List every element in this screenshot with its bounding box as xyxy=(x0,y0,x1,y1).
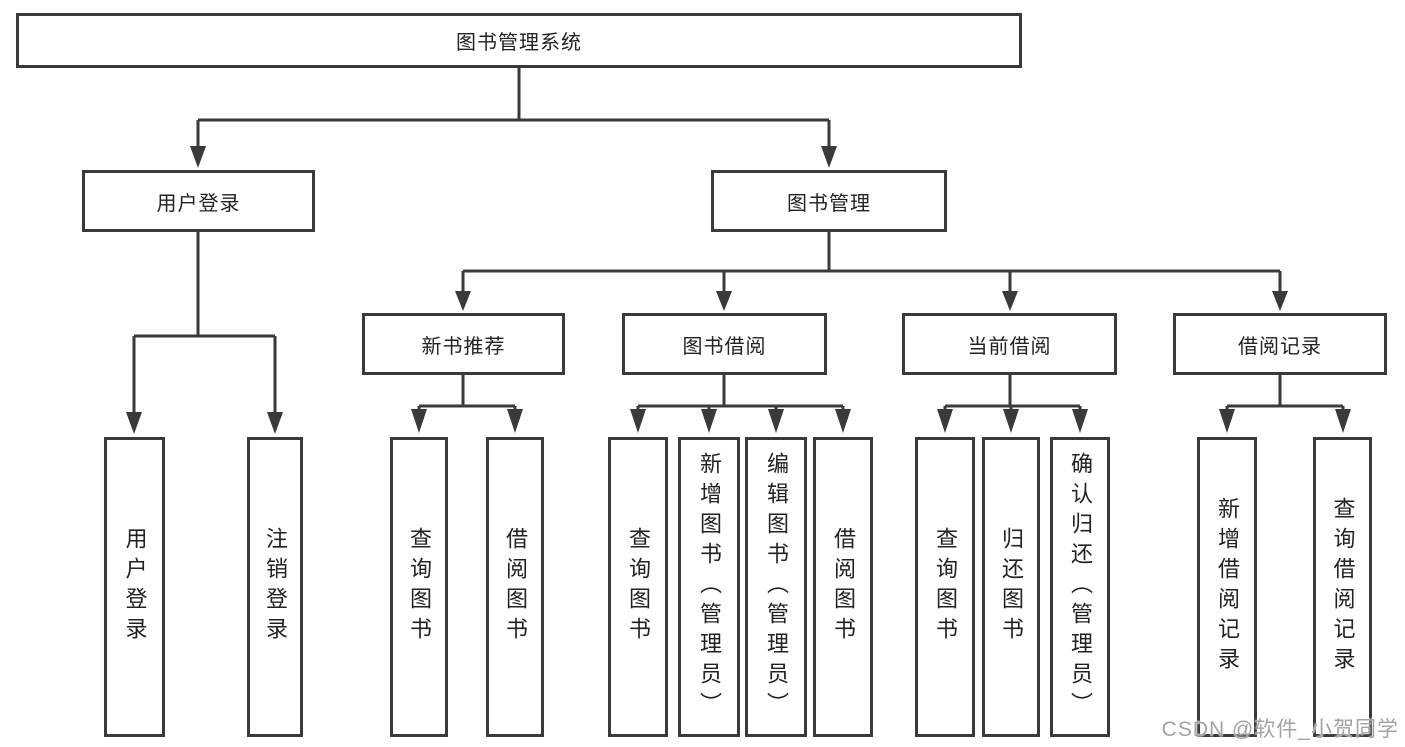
leaf-cb-confirm-return-admin-label: 确认归还（管理员） xyxy=(1068,452,1093,722)
node-root-label: 图书管理系统 xyxy=(456,32,582,54)
leaf-br-query-record-label: 查询借阅记录 xyxy=(1330,497,1356,677)
leaf-cb-query-books-label: 查询图书 xyxy=(933,527,958,647)
leaf-cb-return-books: 归还图书 xyxy=(982,437,1040,737)
leaf-bb-borrow-books-label: 借阅图书 xyxy=(831,527,856,647)
arrowheads xyxy=(126,146,1351,434)
leaf-logout-label: 注销登录 xyxy=(263,527,288,647)
connector-cb-to-leaves xyxy=(943,375,1082,410)
connector-bb-to-leaves xyxy=(636,375,845,410)
leaf-br-add-record-label: 新增借阅记录 xyxy=(1215,497,1240,677)
leaf-bb-borrow-books: 借阅图书 xyxy=(813,437,873,737)
node-current-borrow: 当前借阅 xyxy=(902,313,1117,375)
connector-root-to-level2 xyxy=(196,68,831,148)
node-new-book-recommend-label: 新书推荐 xyxy=(421,335,506,358)
connector-nbr-to-leaves xyxy=(417,375,517,410)
leaf-br-add-record: 新增借阅记录 xyxy=(1197,437,1257,737)
leaf-nbr-query-books: 查询图书 xyxy=(390,437,448,737)
leaf-nbr-query-books-label: 查询图书 xyxy=(407,527,432,647)
leaf-bb-edit-books-admin-label: 编辑图书（管理员） xyxy=(764,452,789,722)
leaf-bb-add-books-admin-label: 新增图书（管理员） xyxy=(697,452,722,722)
node-book-management-label: 图书管理 xyxy=(787,192,871,215)
leaf-bb-query-books: 查询图书 xyxy=(608,437,668,737)
leaf-nbr-borrow-books-label: 借阅图书 xyxy=(503,527,528,647)
leaf-bb-add-books-admin: 新增图书（管理员） xyxy=(678,437,740,737)
node-user-login: 用户登录 xyxy=(82,170,315,232)
leaf-cb-return-books-label: 归还图书 xyxy=(999,527,1024,647)
connector-bookmgmt-to-level3 xyxy=(461,232,1282,293)
watermark: CSDN @软件_小贺同学 xyxy=(1161,718,1399,741)
leaf-cb-confirm-return-admin: 确认归还（管理员） xyxy=(1050,437,1110,737)
connector-br-to-leaves xyxy=(1225,375,1345,410)
node-new-book-recommend: 新书推荐 xyxy=(362,313,565,375)
leaf-user-login: 用户登录 xyxy=(104,437,165,737)
leaf-cb-query-books: 查询图书 xyxy=(915,437,975,737)
leaf-bb-query-books-label: 查询图书 xyxy=(626,527,651,647)
leaf-logout: 注销登录 xyxy=(247,437,303,737)
node-current-borrow-label: 当前借阅 xyxy=(967,335,1052,358)
node-root: 图书管理系统 xyxy=(16,13,1022,68)
node-user-login-label: 用户登录 xyxy=(156,192,241,215)
leaf-bb-edit-books-admin: 编辑图书（管理员） xyxy=(745,437,807,737)
node-book-borrow-label: 图书借阅 xyxy=(682,335,767,358)
leaf-br-query-record: 查询借阅记录 xyxy=(1313,437,1372,737)
node-borrow-records-label: 借阅记录 xyxy=(1238,335,1322,358)
node-book-borrow: 图书借阅 xyxy=(622,313,827,375)
connector-login-to-leaves xyxy=(132,232,277,414)
leaf-nbr-borrow-books: 借阅图书 xyxy=(486,437,544,737)
leaf-user-login-label: 用户登录 xyxy=(122,527,148,647)
node-book-management: 图书管理 xyxy=(711,170,947,232)
node-borrow-records: 借阅记录 xyxy=(1173,313,1387,375)
